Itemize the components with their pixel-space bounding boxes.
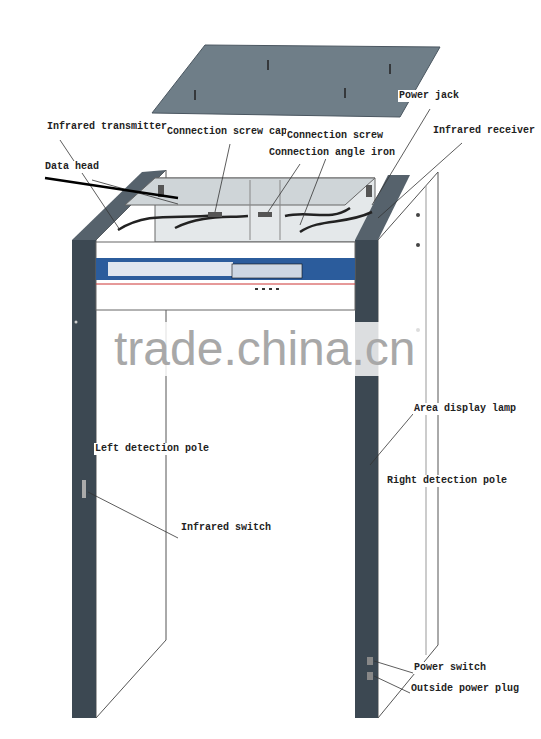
part-label: Outside power plug [410, 683, 520, 695]
right-pole-top [355, 175, 410, 240]
part-label: Power jack [398, 90, 460, 102]
right-pole-front [355, 240, 378, 718]
lid-screws [195, 60, 390, 100]
part-label: Connection angle iron [268, 147, 396, 159]
power-switch-part [367, 657, 373, 665]
part-label: Data head [44, 161, 100, 173]
watermark: trade.china.cn [108, 322, 422, 376]
part-label: Infrared receiver [432, 125, 536, 137]
part-label: Power switch [413, 662, 487, 674]
part-label: Left detection pole [94, 443, 210, 455]
data-head-leader [45, 178, 178, 198]
part-label: Connection screw [286, 130, 384, 142]
top-lid [152, 45, 440, 117]
header-front [96, 242, 355, 310]
part-label: Infrared switch [180, 522, 272, 534]
part-label: Connection screw cap [166, 126, 288, 138]
left-pole-front [72, 240, 96, 718]
infrared-switch-part [82, 480, 86, 498]
part-label: Area display lamp [413, 403, 517, 415]
angle-irons [158, 185, 372, 217]
display-window [232, 264, 302, 278]
header-wiring [118, 208, 372, 232]
leader-lines [60, 109, 462, 693]
indicator-dots [255, 288, 279, 290]
part-label: Right detection pole [386, 475, 508, 487]
part-label: Infrared transmitter [46, 121, 168, 133]
brand-plate [108, 262, 233, 276]
display-band [96, 258, 355, 280]
power-plug-part [367, 672, 373, 680]
